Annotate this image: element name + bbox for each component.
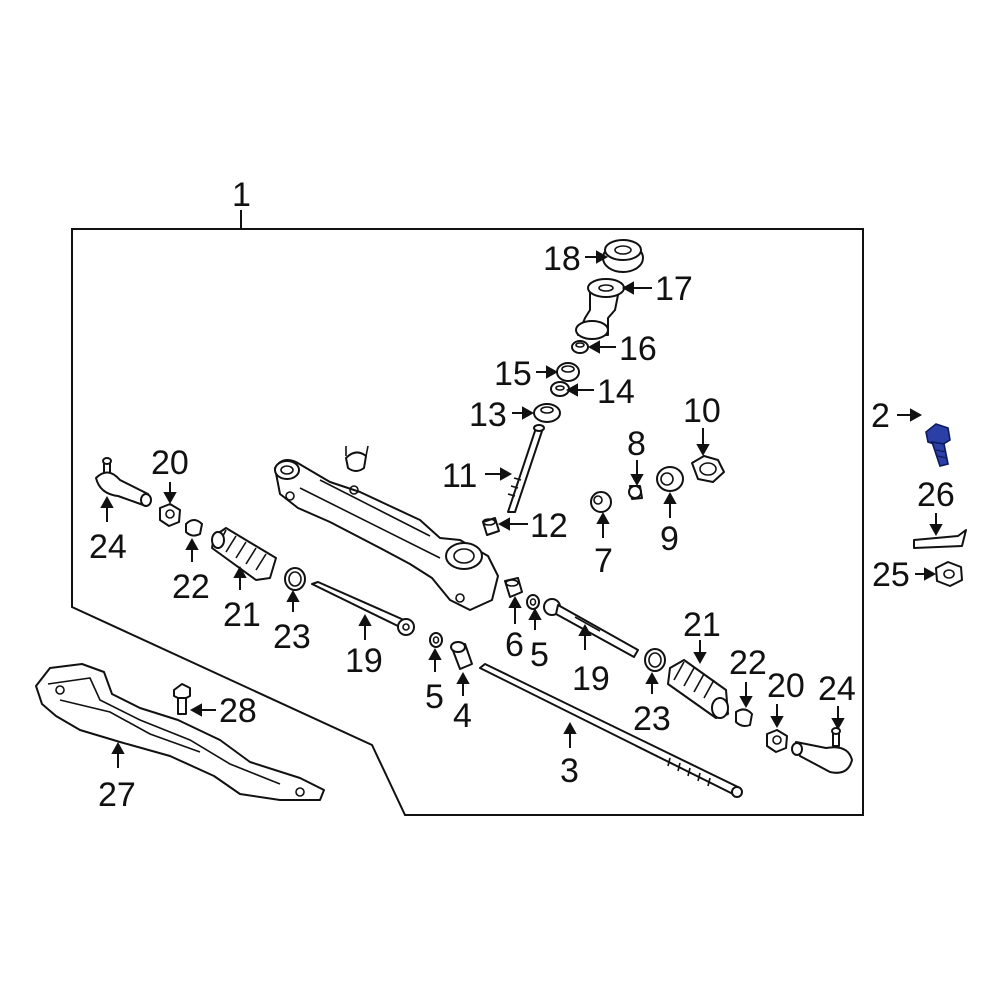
callout-2: 2 — [871, 397, 890, 435]
part-22-clip-right[interactable] — [735, 708, 753, 727]
callout-27: 27 — [98, 776, 136, 814]
callout-8: 8 — [627, 425, 646, 463]
part-16-bushing[interactable] — [571, 340, 589, 354]
callout-9: 9 — [660, 520, 679, 558]
part-20-nut-right[interactable] — [766, 729, 788, 753]
part-14-washer[interactable] — [550, 381, 570, 397]
callout-20-left: 20 — [151, 444, 189, 482]
callout-5-left: 5 — [425, 678, 444, 716]
callout-10: 10 — [683, 392, 721, 430]
callout-5-right: 5 — [530, 636, 549, 674]
part-15-bearing[interactable] — [556, 362, 580, 382]
callout-11: 11 — [442, 457, 477, 495]
callout-21-left: 21 — [223, 596, 261, 634]
steering-gear-housing[interactable] — [274, 459, 499, 611]
part-5-washer-right[interactable] — [526, 594, 540, 610]
callout-23-right: 23 — [633, 700, 671, 738]
part-12-bushing[interactable] — [482, 517, 500, 536]
part-23-clamp-right[interactable] — [644, 648, 666, 672]
part-26-bracket[interactable] — [913, 529, 967, 549]
callout-labels: 1 2 3 4 5 5 6 7 8 9 10 11 12 13 14 15 16… — [89, 176, 955, 814]
part-4-bushing[interactable] — [450, 641, 473, 670]
part-28-bolt[interactable] — [173, 683, 191, 715]
part-22-clip-left[interactable] — [185, 519, 203, 537]
part-27-shield[interactable] — [35, 663, 325, 801]
callout-15: 15 — [494, 355, 532, 393]
part-6-bushing[interactable] — [504, 577, 523, 598]
callout-28: 28 — [219, 692, 257, 730]
part-19-tie-rod-right[interactable] — [543, 598, 639, 658]
callout-17: 17 — [655, 270, 693, 308]
part-20-nut-left[interactable] — [159, 503, 181, 527]
leader-lines — [100, 250, 943, 768]
part-24-tie-rod-end-right[interactable] — [791, 727, 853, 774]
part-3-rack-bar[interactable] — [479, 663, 743, 798]
callout-13: 13 — [469, 396, 507, 434]
callout-24-left: 24 — [89, 528, 127, 566]
callout-12: 12 — [530, 507, 568, 545]
part-23-clamp-left[interactable] — [284, 567, 306, 591]
part-25-nut[interactable] — [935, 561, 963, 587]
part-7-yoke[interactable] — [590, 491, 612, 513]
part-24-tie-rod-end-left[interactable] — [95, 457, 152, 507]
part-2-bolt[interactable] — [925, 423, 951, 467]
callout-22-left: 22 — [172, 568, 210, 606]
part-10-nut[interactable] — [691, 455, 725, 483]
part-17-housing[interactable] — [575, 278, 625, 340]
part-19-tie-rod-left[interactable] — [311, 581, 415, 636]
part-13-seal[interactable] — [533, 403, 561, 423]
callout-26: 26 — [917, 476, 955, 514]
callout-23-left: 23 — [273, 618, 311, 656]
callout-1: 1 — [232, 176, 251, 214]
part-21-boot-right[interactable] — [667, 659, 729, 719]
callout-14: 14 — [597, 373, 635, 411]
callout-21-right: 21 — [683, 606, 721, 644]
part-8-plug[interactable] — [628, 485, 643, 500]
assembly-outline — [71, 228, 864, 816]
callout-18: 18 — [543, 240, 581, 278]
callout-6: 6 — [505, 626, 524, 664]
callout-19-left: 19 — [345, 642, 383, 680]
callout-25: 25 — [872, 556, 910, 594]
part-18-seal[interactable] — [602, 239, 644, 273]
part-5-washer-left[interactable] — [429, 632, 443, 648]
part-21-boot-left[interactable] — [211, 527, 277, 581]
callout-24-right: 24 — [818, 670, 856, 708]
part-9-bushing[interactable] — [656, 466, 684, 492]
callout-3: 3 — [560, 752, 579, 790]
callout-4: 4 — [453, 697, 472, 735]
callout-19-right: 19 — [572, 660, 610, 698]
callout-20-right: 20 — [767, 667, 805, 705]
callout-16: 16 — [619, 330, 657, 368]
part-11-pinion-shaft[interactable] — [507, 424, 545, 513]
callout-22-right: 22 — [729, 644, 767, 682]
callout-7: 7 — [594, 542, 613, 580]
clip-part — [345, 445, 369, 472]
